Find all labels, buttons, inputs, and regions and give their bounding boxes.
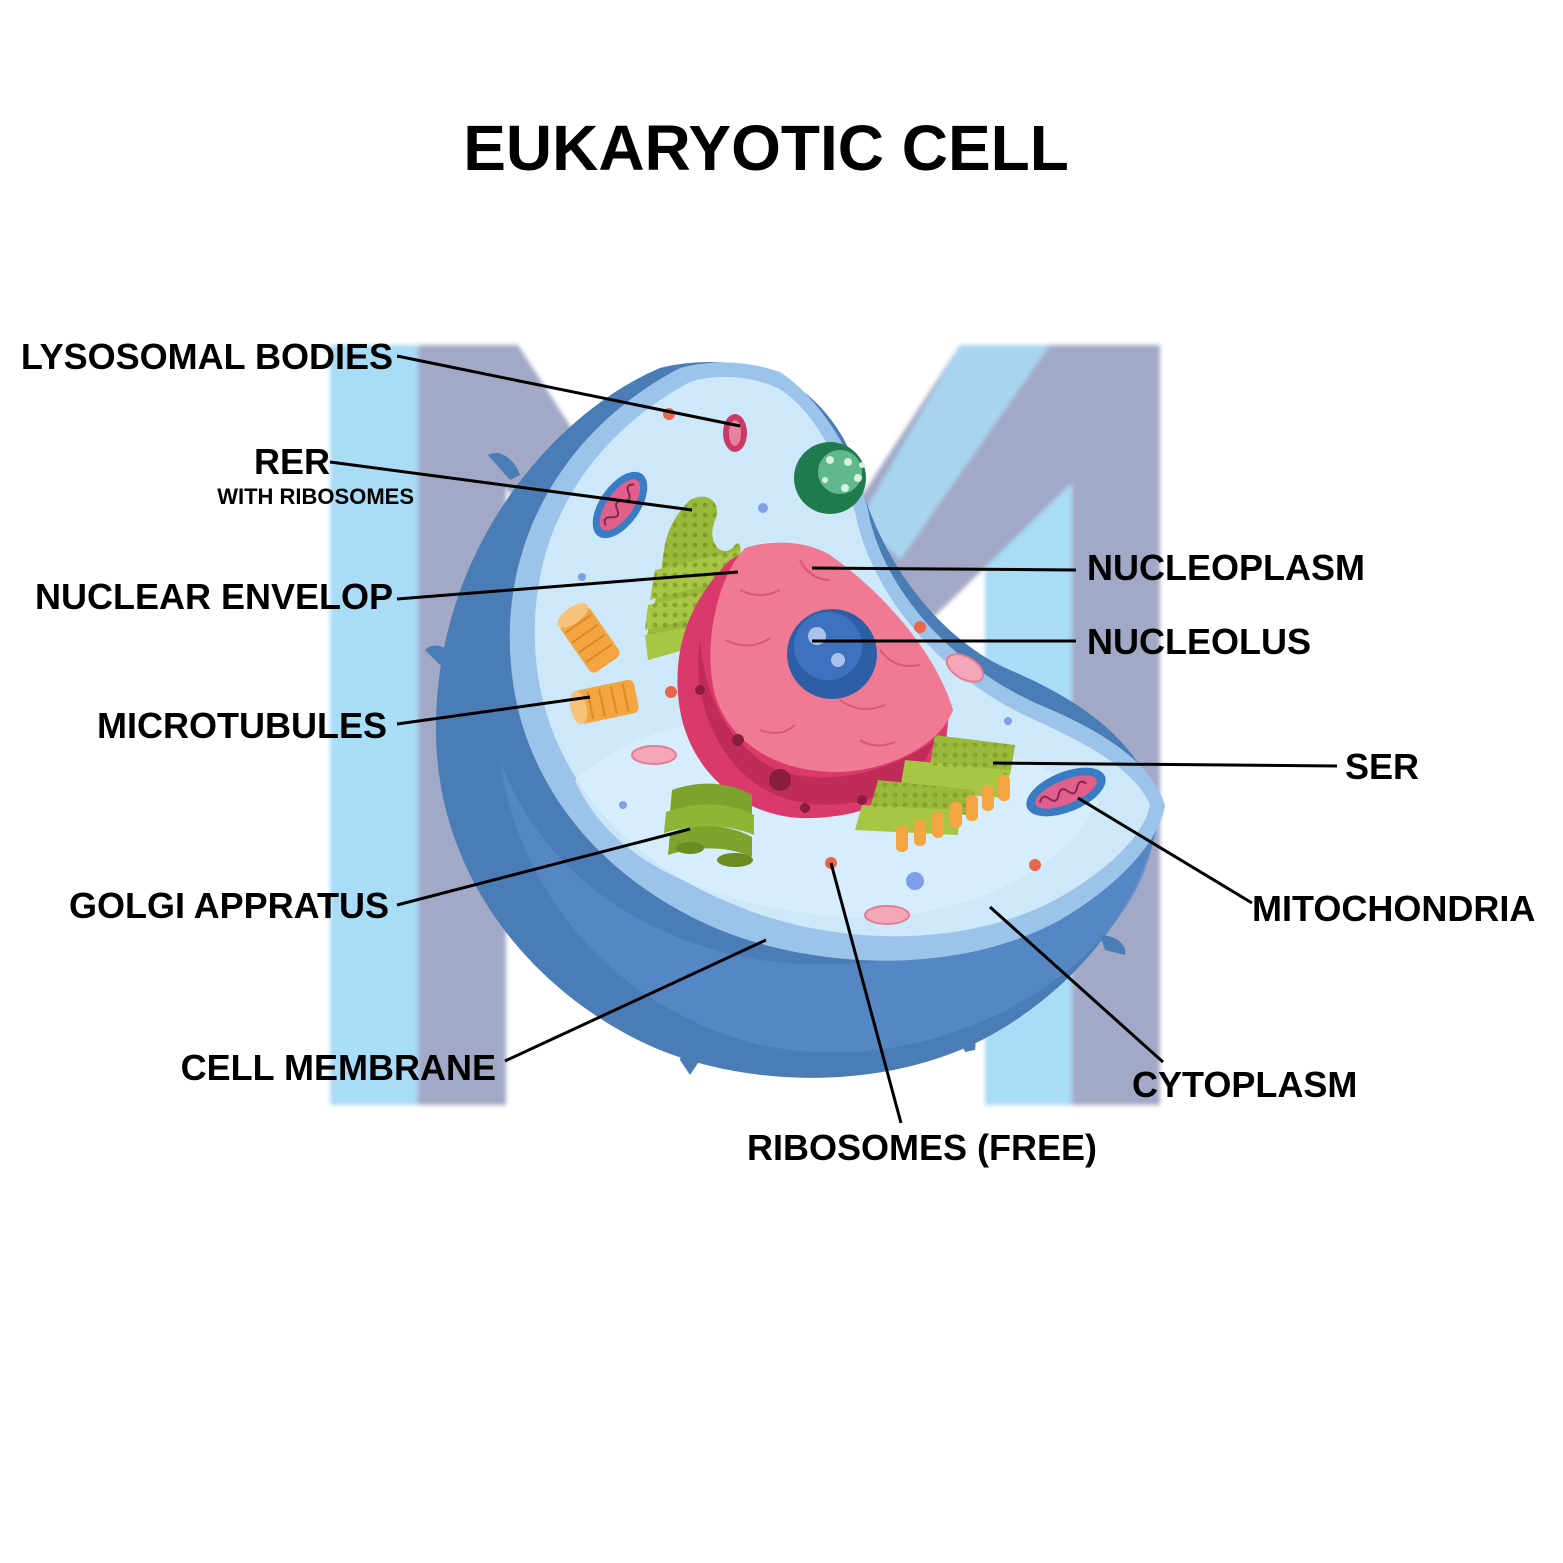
labels: LYSOSOMAL BODIES RER WITH RIBOSOMES NUCL…	[21, 336, 1535, 1168]
membrane-protrusion	[680, 1046, 700, 1075]
label-cytoplasm: CYTOPLASM	[1132, 1064, 1357, 1105]
vesicle-dot	[758, 503, 768, 513]
ribosome-dot	[914, 621, 926, 633]
vesicle-dot	[906, 872, 924, 890]
cell-illustration	[425, 362, 1165, 1078]
membrane-protrusion	[958, 1030, 976, 1052]
leader-mitochondria	[1077, 796, 1253, 905]
label-cell-membrane: CELL MEMBRANE	[181, 1047, 496, 1088]
leader-nucleoplasm	[811, 566, 1077, 572]
membrane-protrusion	[425, 645, 455, 665]
leader-ribosomes-free	[829, 862, 903, 1124]
label-mitochondria: MITOCHONDRIA	[1252, 888, 1535, 929]
cell-lower-highlight	[500, 760, 1155, 1053]
nucleus	[677, 542, 953, 819]
leader-golgi-apparatus	[396, 827, 691, 907]
leader-microtubules	[396, 695, 591, 726]
mitochondrion-upper	[592, 471, 648, 539]
label-nucleolus: NUCLEOLUS	[1087, 621, 1311, 662]
smooth-er	[855, 735, 1015, 852]
leader-lysosomal-bodies	[396, 354, 741, 428]
leader-rer	[329, 460, 693, 512]
label-golgi-apparatus: GOLGI APPRATUS	[69, 885, 389, 926]
label-ribosomes-free: RIBOSOMES (FREE)	[747, 1127, 1097, 1168]
ribosome-dot	[1029, 859, 1041, 871]
vesicle-dot	[619, 801, 627, 809]
label-rer: RER	[254, 441, 330, 482]
leader-cytoplasm	[988, 905, 1165, 1064]
vesicle-cluster	[945, 653, 985, 683]
label-ser: SER	[1345, 746, 1419, 787]
membrane-protrusion	[488, 452, 520, 480]
vesicle-cluster	[631, 745, 677, 765]
vesicle-cluster	[864, 905, 910, 925]
golgi-apparatus-shape	[664, 783, 754, 867]
vesicle-dot	[578, 573, 586, 581]
label-nucleoplasm: NUCLEOPLASM	[1087, 547, 1365, 588]
microtubule-upper	[557, 603, 620, 673]
vesicle-dot	[1004, 717, 1012, 725]
leader-nuclear-envelop	[396, 570, 739, 601]
ribosome-dot	[665, 686, 677, 698]
label-microtubules: MICROTUBULES	[97, 705, 387, 746]
leader-lines	[329, 354, 1338, 1124]
leader-cell-membrane	[504, 938, 767, 1063]
label-rer-sub: WITH RIBOSOMES	[217, 484, 414, 509]
label-lysosomal-bodies: LYSOSOMAL BODIES	[21, 336, 393, 377]
membrane-protrusion	[1100, 935, 1126, 955]
page-title: EUKARYOTIC CELL	[463, 112, 1069, 184]
leader-ser	[992, 761, 1338, 768]
label-nuclear-envelop: NUCLEAR ENVELOP	[35, 576, 393, 617]
